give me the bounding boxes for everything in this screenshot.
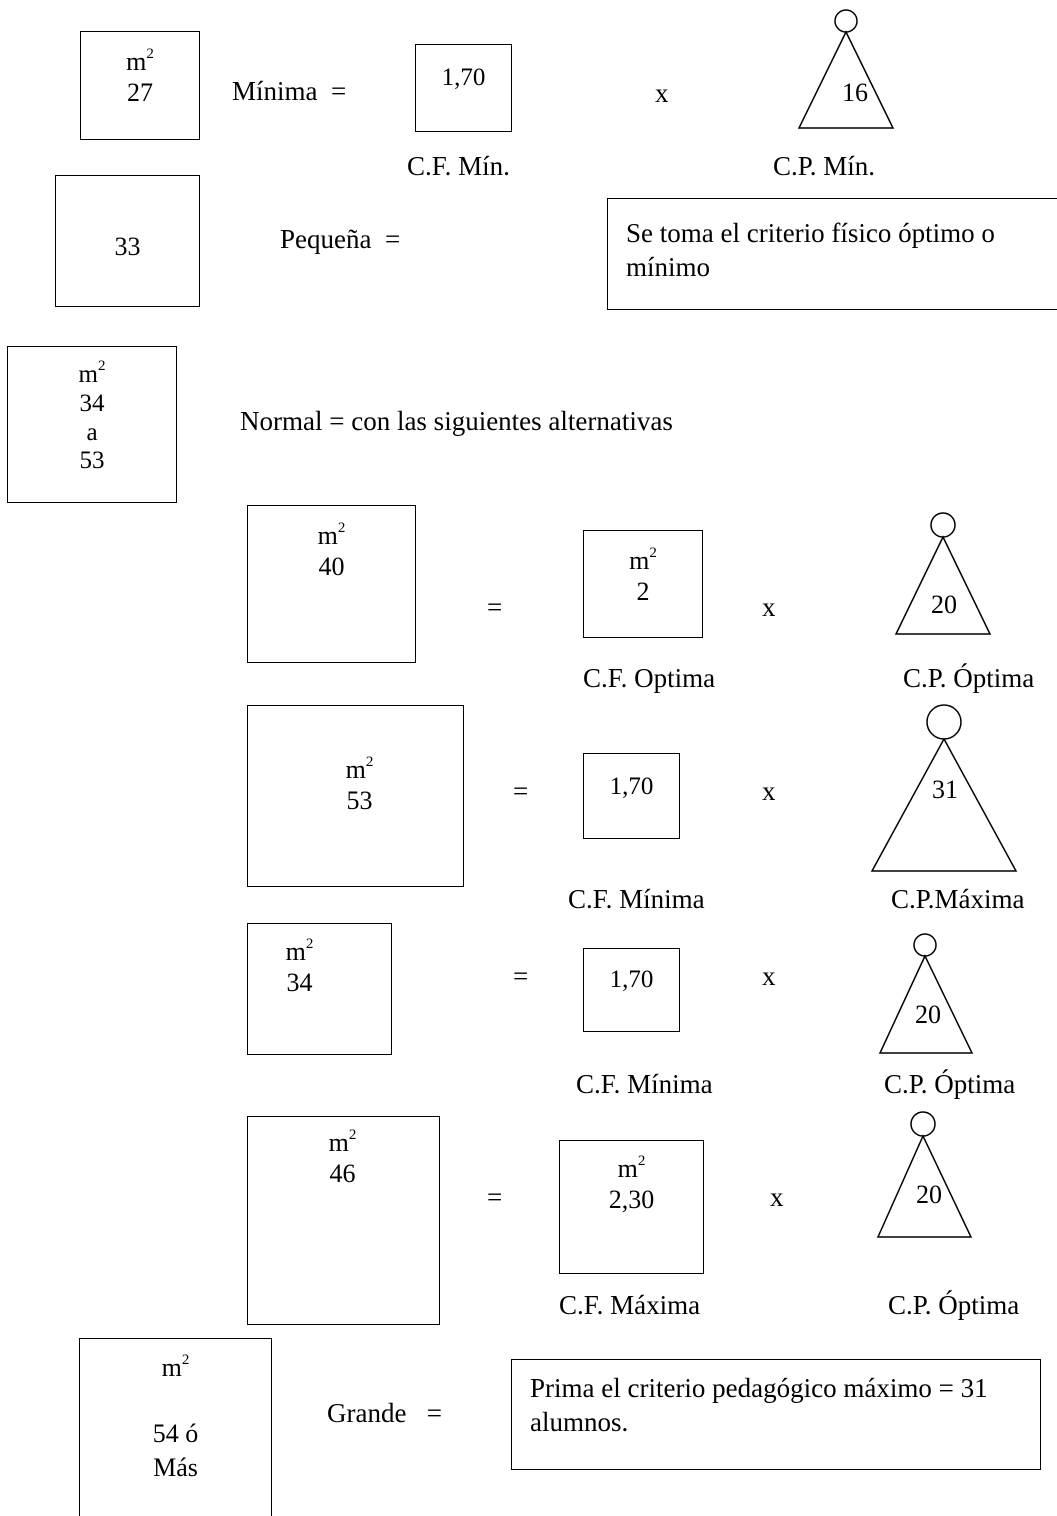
alt1-area-box: m2 40 <box>247 505 416 663</box>
area-unit: m2 <box>78 358 106 389</box>
normal-area-to: 53 <box>79 447 105 475</box>
alt2-cf-caption: C.F. Mínima <box>568 884 705 914</box>
cf-unit: m2 <box>617 1153 646 1184</box>
alt1-times-sign: x <box>762 592 776 622</box>
grande-label: Grande = <box>327 1398 442 1428</box>
alt1-area-value: 40 <box>318 552 345 582</box>
alt1-cp-person-icon: 20 <box>894 512 992 635</box>
area-unit: m2 <box>285 936 314 967</box>
pequena-note-box: Se toma el criterio físico óptimo o míni… <box>607 198 1057 310</box>
minima-cf-caption: C.F. Mín. <box>407 151 510 181</box>
alt4-cp-value: 20 <box>916 1180 942 1209</box>
minima-cp-caption: C.P. Mín. <box>773 151 876 181</box>
alt1-cp-caption: C.P. Óptima <box>903 663 1035 693</box>
normal-area-connector: a <box>86 418 98 446</box>
alt3-cp-caption: C.P. Óptima <box>884 1069 1016 1099</box>
alt2-area-value: 53 <box>346 786 373 816</box>
alt4-cp-caption: C.P. Óptima <box>888 1290 1020 1320</box>
alt1-cf-value: 2 <box>636 577 650 607</box>
alt3-cp-person-icon: 20 <box>878 933 974 1054</box>
grande-note-text: Prima el criterio pedagógico máximo = 31… <box>530 1373 988 1437</box>
minima-cp-value: 16 <box>842 78 868 107</box>
cf-unit: m2 <box>629 545 657 576</box>
minima-cf-value: 1,70 <box>441 64 486 91</box>
normal-area-box: m2 34 a 53 <box>7 346 177 503</box>
pequena-label: Pequeña = <box>280 224 401 254</box>
alt1-cf-caption: C.F. Optima <box>583 663 716 693</box>
alt2-cp-caption: C.P.Máxima <box>891 884 1025 914</box>
pequena-area-box: 33 <box>55 175 200 307</box>
grande-area-line1: 54 ó <box>152 1419 199 1449</box>
alt4-cf-caption: C.F. Máxima <box>559 1290 701 1320</box>
alt4-equals-sign: = <box>487 1182 503 1212</box>
alt3-area-value: 34 <box>286 968 313 998</box>
alt4-cp-person-icon: 20 <box>876 1111 973 1238</box>
alt4-cf-value: 2,30 <box>608 1185 655 1215</box>
area-unit: m2 <box>328 1127 357 1158</box>
alt3-cf-caption: C.F. Mínima <box>576 1069 713 1099</box>
grande-note-box: Prima el criterio pedagógico máximo = 31… <box>511 1359 1041 1470</box>
alt3-area-box: m2 34 <box>247 923 392 1055</box>
grande-area-line2: Más <box>153 1452 198 1482</box>
alt3-times-sign: x <box>762 961 776 991</box>
minima-area-box: m2 27 <box>80 31 200 140</box>
alt4-area-box: m2 46 <box>247 1116 440 1325</box>
alt3-cf-value: 1,70 <box>609 966 654 993</box>
minima-cp-person-icon: 16 <box>797 9 895 129</box>
minima-area-value: 27 <box>127 78 153 108</box>
alt2-times-sign: x <box>762 776 776 806</box>
area-unit: m2 <box>126 46 154 77</box>
alt4-times-sign: x <box>770 1182 784 1212</box>
alt3-cp-value: 20 <box>915 1000 941 1029</box>
alt2-cf-value: 1,70 <box>609 773 654 800</box>
minima-label: Mínima = <box>232 76 347 106</box>
alt2-equals-sign: = <box>513 776 529 806</box>
alt1-equals-sign: = <box>487 592 503 622</box>
alt2-cf-box: 1,70 <box>583 753 680 839</box>
area-unit: m2 <box>345 754 374 785</box>
alt1-cp-value: 20 <box>931 590 957 619</box>
normal-area-from: 34 <box>79 389 105 417</box>
alt2-cp-person-icon: 31 <box>870 704 1018 872</box>
minima-times-sign: x <box>655 78 669 108</box>
area-unit: m2 <box>317 520 346 551</box>
normal-label: Normal = con las siguientes alternativas <box>240 406 673 436</box>
grande-area-box: m2 54 ó Más <box>79 1338 272 1516</box>
minima-cf-box: 1,70 <box>415 44 512 132</box>
alt3-cf-box: 1,70 <box>583 948 680 1032</box>
alt2-area-box: m2 53 <box>247 705 464 887</box>
alt4-cf-box: m2 2,30 <box>559 1140 704 1274</box>
alt1-cf-box: m2 2 <box>583 530 703 638</box>
pequena-area-value: 33 <box>114 232 141 261</box>
area-unit: m2 <box>161 1352 190 1383</box>
alt3-equals-sign: = <box>513 961 529 991</box>
alt4-area-value: 46 <box>329 1159 356 1189</box>
alt2-cp-value: 31 <box>932 775 958 804</box>
pequena-note-text: Se toma el criterio físico óptimo o míni… <box>626 218 995 282</box>
